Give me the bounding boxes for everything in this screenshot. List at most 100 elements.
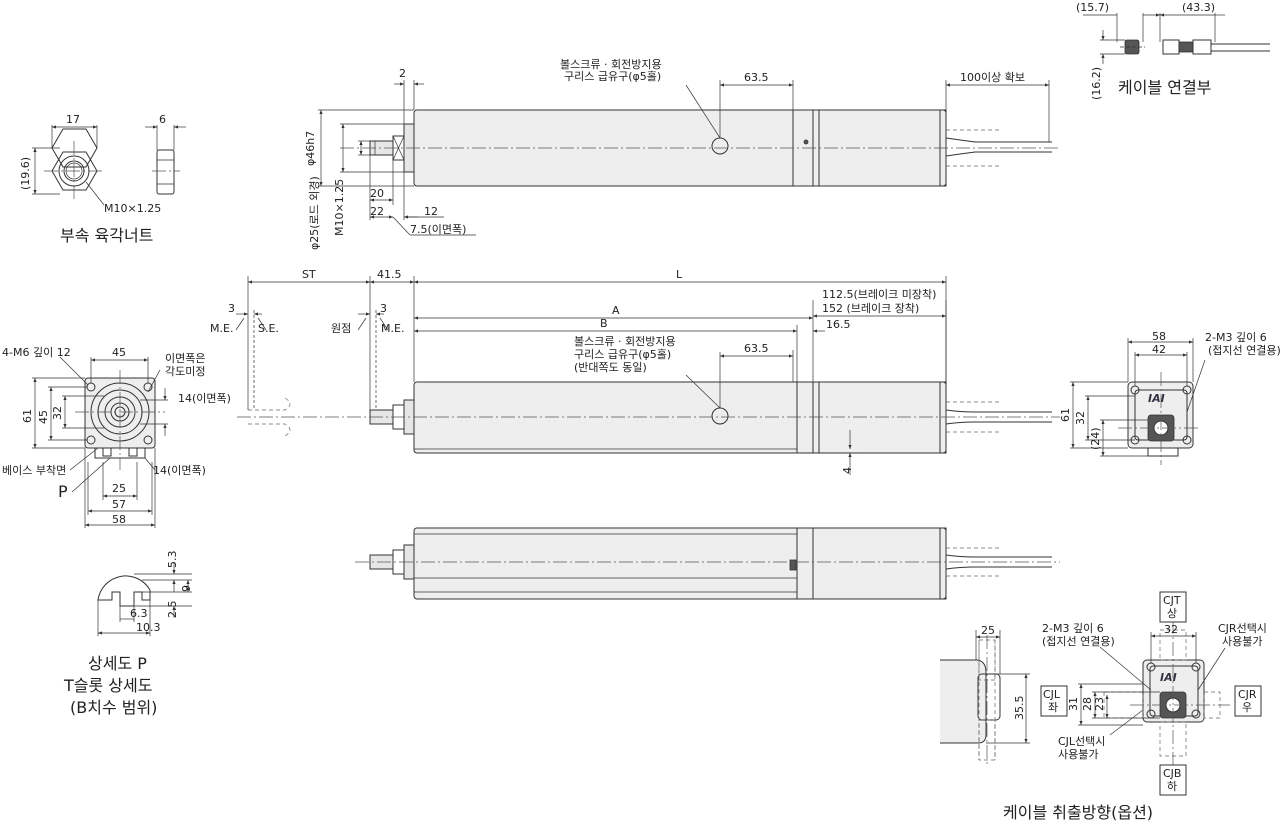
hex-nut-view: [32, 125, 186, 206]
opt-dim-35-5: 35.5: [1013, 696, 1026, 721]
cable-dim-c: (16.2): [1090, 67, 1103, 100]
opt-cjl: CJL: [1043, 688, 1061, 701]
front-dim-61: 61: [21, 409, 34, 423]
tslot-dim-9: 9: [180, 585, 193, 592]
side-dim-3a: 3: [228, 302, 235, 315]
actuator-side-view: [235, 276, 1060, 475]
cable-dim-a: (15.7): [1076, 1, 1109, 14]
top-grease-label-1: 볼스크류 · 회전방지용: [560, 58, 662, 71]
hex-nut-thickness-label: 6: [159, 113, 166, 126]
side-brake-none: 112.5(브레이크 미장착): [822, 288, 936, 301]
opt-cjr-ko: 우: [1242, 701, 1252, 714]
side-dim-16-5: 16.5: [826, 318, 851, 331]
side-brake-with: 152 (브레이크 장착): [822, 302, 919, 315]
side-me-2: M.E.: [381, 322, 404, 335]
front-tap: 4-M6 깊이 12: [2, 346, 71, 359]
opt-cjr-note-2: 사용불가: [1222, 635, 1262, 648]
front-note-1: 이면폭은: [165, 352, 205, 365]
top-rod-dia: φ46h7: [304, 131, 317, 166]
top-dim-20: 20: [370, 187, 384, 200]
opt-cjr-note-1: CJR선택시: [1218, 622, 1267, 635]
side-grease-2: 구리스 급유구(φ5홀): [574, 348, 671, 361]
top-dim-2: 2: [399, 67, 406, 80]
rear-iai-logo: IAI: [1148, 392, 1165, 405]
front-p-label: P: [58, 482, 68, 501]
top-grease-label-2: 구리스 급유구(φ5홀): [564, 70, 661, 83]
opt-iai-logo: IAI: [1160, 671, 1177, 684]
hex-nut-title: 부속 육각너트: [60, 226, 153, 245]
tslot-dim-5-3: 5.3: [166, 551, 179, 569]
side-grease-3: (반대쪽도 동일): [574, 360, 647, 374]
rear-dim-61: 61: [1059, 408, 1072, 422]
side-a: A: [612, 304, 620, 317]
t-slot-detail: [97, 562, 192, 636]
rear-dim-42: 42: [1152, 343, 1166, 356]
rear-end-view: [1070, 338, 1206, 465]
front-dim-14b: 14(이면폭): [153, 464, 206, 477]
hex-nut-height-label: (19.6): [19, 157, 32, 190]
rear-dim-24: (24): [1089, 427, 1102, 450]
hex-nut-width-label: 17: [66, 113, 80, 126]
opt-cjt: CJT: [1163, 594, 1181, 607]
actuator-top-view: [318, 80, 1060, 236]
front-dim-45-side: 45: [37, 410, 50, 424]
actuator-bottom-view: [355, 527, 1060, 600]
opt-cjt-ko: 상: [1167, 607, 1177, 620]
rear-dim-32: 32: [1074, 411, 1087, 425]
top-rod-thread: M10×1.25: [333, 179, 346, 236]
opt-dim-31: 31: [1067, 697, 1080, 711]
front-dim-32: 32: [51, 406, 64, 420]
front-base-face: 베이스 부착면: [2, 464, 66, 477]
opt-dim-32: 32: [1164, 623, 1178, 636]
side-l: L: [676, 268, 683, 281]
opt-cjl-note-2: 사용불가: [1058, 748, 1098, 761]
opt-cjb-ko: 하: [1167, 779, 1177, 793]
side-st: ST: [302, 268, 316, 281]
b-range-title: (B치수 범위): [70, 698, 157, 717]
cable-connection-title: 케이블 연결부: [1118, 78, 1211, 97]
opt-dim-28: 28: [1081, 697, 1094, 711]
side-b: B: [600, 317, 608, 330]
side-origin: 원점: [331, 322, 351, 335]
side-dim-63-5: 63.5: [744, 342, 769, 355]
rear-tap-1: 2-M3 깊이 6: [1205, 331, 1267, 344]
top-dim-12: 12: [424, 205, 438, 218]
rear-tap-2: (접지선 연결용): [1208, 344, 1280, 357]
t-slot-title: T슬롯 상세도: [63, 676, 152, 695]
cable-option-view: [940, 591, 1262, 796]
detail-p-title: 상세도 P: [88, 654, 147, 673]
cable-direction-title: 케이블 취출방향(옵션): [1003, 803, 1153, 822]
front-note-2: 각도미정: [165, 365, 205, 378]
front-dim-58: 58: [112, 513, 126, 526]
opt-dim-23: 23: [1093, 697, 1106, 711]
tslot-dim-2-5: 2.5: [166, 601, 179, 619]
front-dim-14a: 14(이면폭): [178, 392, 231, 405]
front-flange-view: [32, 356, 168, 528]
opt-cjr: CJR: [1238, 688, 1257, 701]
hex-nut-thread-label: M10×1.25: [104, 202, 161, 215]
front-dim-57: 57: [112, 498, 126, 511]
top-cable-length: 100이상 확보: [960, 71, 1025, 84]
top-rod-outer: φ25(로드 외경): [308, 176, 321, 250]
rear-dim-58: 58: [1152, 330, 1166, 343]
top-dim-7-5: 7.5(이면폭): [410, 223, 466, 236]
tslot-dim-6-3: 6.3: [130, 607, 148, 620]
opt-cjb: CJB: [1163, 767, 1181, 780]
tslot-dim-10-3: 10.3: [136, 621, 161, 634]
opt-tap-1: 2-M3 깊이 6: [1042, 622, 1104, 635]
side-grease-1: 볼스크류 · 회전방지용: [574, 335, 676, 348]
front-dim-45-top: 45: [112, 346, 126, 359]
side-dim-41-5: 41.5: [377, 268, 402, 281]
top-dim-63-5: 63.5: [744, 71, 769, 84]
side-se: S.E.: [258, 322, 279, 335]
side-dim-3b: 3: [380, 302, 387, 315]
cable-connection-view: [1083, 13, 1270, 64]
opt-cjl-ko: 좌: [1048, 701, 1058, 714]
front-dim-25: 25: [112, 482, 126, 495]
opt-cjl-note-1: CJL선택시: [1058, 735, 1105, 748]
side-dim-4: 4: [841, 467, 854, 474]
opt-dim-25: 25: [981, 624, 995, 637]
side-me-1: M.E.: [210, 322, 233, 335]
cable-dim-b: (43.3): [1182, 1, 1215, 14]
